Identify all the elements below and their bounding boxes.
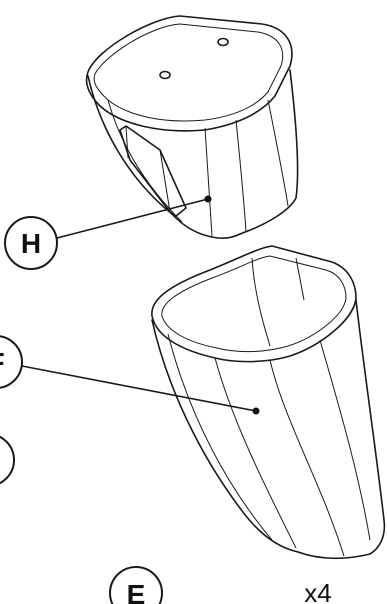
cap-facet-4: [267, 99, 289, 207]
leg-facet-3: [269, 359, 345, 557]
leg-facet-1: [167, 333, 273, 541]
leg-left-side: [151, 319, 299, 553]
leader-dot-f: [252, 407, 260, 415]
cap-right-side: [239, 69, 299, 235]
cap-left-side: [87, 75, 173, 215]
cap-hole-left: [159, 70, 171, 80]
leg-bottom-rim: [297, 551, 371, 560]
cap-bottom-rim: [171, 213, 241, 239]
part-f-leg: [151, 245, 386, 560]
cap-hole-right: [217, 37, 229, 47]
callout-h-label: H: [21, 228, 41, 259]
leg-facet-2: [214, 357, 297, 549]
callout-e-label: E: [127, 579, 146, 604]
leg-inner-wall-1: [251, 257, 271, 347]
cap-slot: [119, 125, 187, 217]
callout-h-circle: [4, 216, 58, 270]
leg-inner-wall-2: [295, 257, 305, 301]
cap-facet-3: [235, 119, 247, 233]
callout-e-circle: [109, 566, 163, 604]
callout-f: F: [0, 335, 23, 389]
part-h-cap: [85, 15, 299, 239]
leader-line-h: [56, 198, 209, 239]
leader-dot-h: [204, 195, 212, 203]
cap-facet-2: [204, 127, 213, 237]
callout-f-circle: [0, 335, 23, 389]
callout-f-label: F: [0, 347, 5, 378]
quantity-label: x4: [304, 578, 331, 604]
callout-partial-circle: [0, 435, 15, 485]
cap-top-edge: [93, 23, 284, 122]
cap-top-face: [85, 15, 293, 132]
leg-top-inner: [161, 255, 347, 353]
leg-top-outer: [151, 245, 357, 363]
cap-facet-1: [107, 99, 183, 223]
callout-h: H: [4, 216, 58, 270]
leader-line-f: [21, 365, 257, 412]
callout-e: E: [109, 566, 163, 604]
leg-facet-4: [319, 339, 371, 541]
cap-slot-inner: [125, 125, 171, 213]
leg-right-side: [355, 299, 386, 555]
